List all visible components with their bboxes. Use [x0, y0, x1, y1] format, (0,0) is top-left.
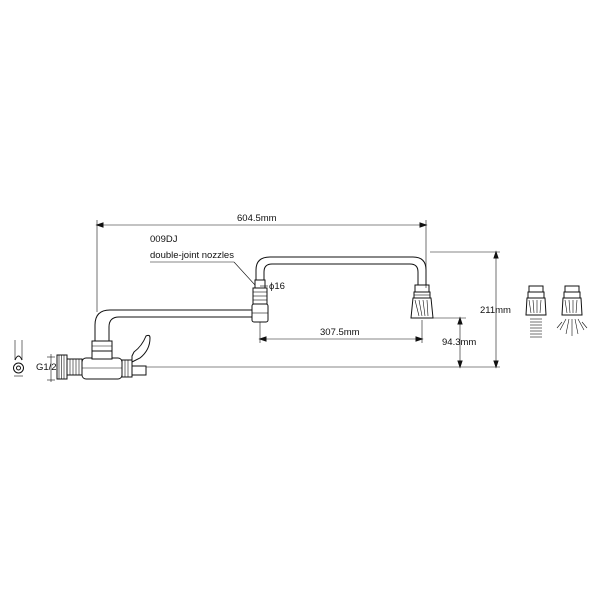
lever-handle — [131, 334, 151, 376]
description-label: double-joint nozzles — [150, 250, 234, 261]
nozzle-detail-stream — [525, 285, 547, 338]
overall-length-dimension: 604.5mm — [95, 213, 428, 312]
tube-diameter-dimension: ϕ16 — [260, 281, 285, 292]
height-label: 211mm — [480, 305, 511, 316]
height-dimension: 211mm — [146, 250, 511, 369]
nozzle-height-label: 94.3mm — [442, 337, 476, 348]
tube-diameter-label: ϕ16 — [269, 281, 285, 292]
spout-nozzle — [410, 284, 434, 319]
inlet-thread-label: G1/2" — [36, 362, 60, 373]
valve-body — [81, 340, 133, 380]
nozzle-detail-spray — [556, 285, 588, 336]
inlet-side-view — [13, 340, 24, 377]
model-annotation: 009DJ double-joint nozzles — [150, 234, 256, 286]
upper-spout-tube — [255, 256, 427, 285]
wall-flange — [56, 354, 83, 380]
nozzle-height-dimension: 94.3mm — [433, 316, 476, 369]
joint-to-nozzle-dimension: 307.5mm — [258, 320, 424, 343]
spray-lines — [556, 318, 588, 336]
lower-spout-tube — [94, 309, 252, 341]
inlet-thread-dimension: G1/2" — [36, 354, 60, 382]
overall-length-label: 604.5mm — [237, 213, 277, 224]
model-label: 009DJ — [150, 234, 178, 245]
joint-to-nozzle-label: 307.5mm — [320, 327, 360, 338]
stream-lines — [530, 318, 542, 338]
